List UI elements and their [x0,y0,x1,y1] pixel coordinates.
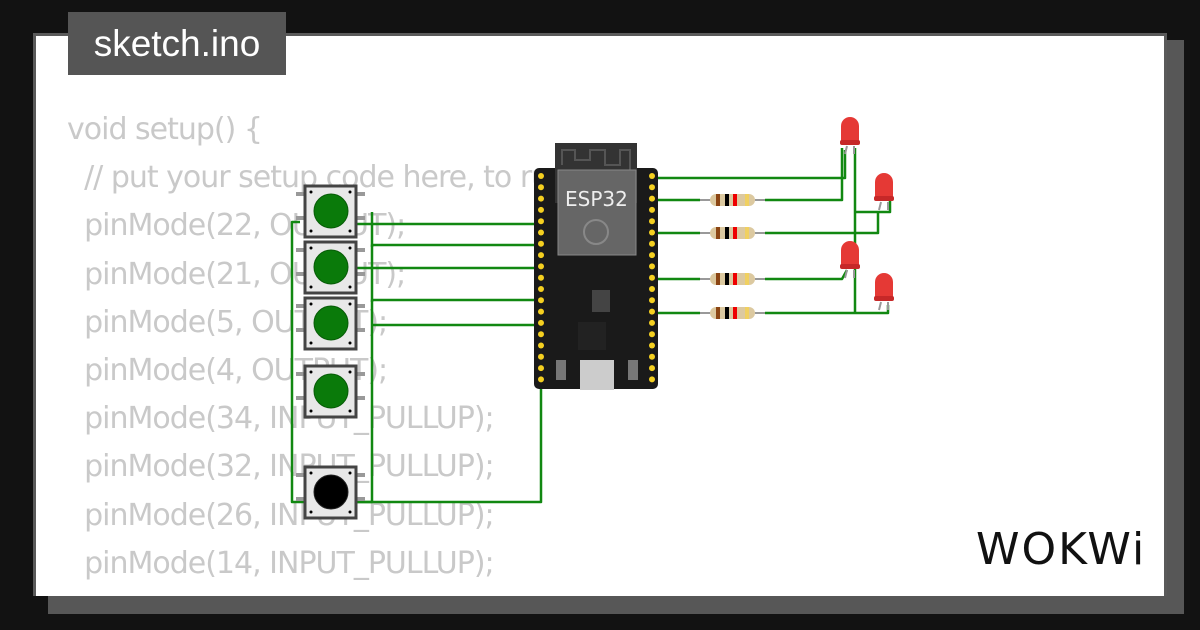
wire [765,269,849,281]
wire [765,212,880,235]
pin-22 [649,195,655,202]
led-red [874,173,894,211]
led-red [874,273,894,311]
module-shield [557,169,637,256]
wokwi-logo: WOKWi [976,524,1147,575]
pin-GND [649,240,655,247]
pin-EN [538,184,544,191]
pin-23 [649,184,655,191]
pushbutton [296,364,365,419]
code-line: pinMode(34, INPUT_PULLUP); [67,401,495,437]
wire [370,298,541,302]
code-background: void setup() { // put your setup code he… [67,106,654,596]
pin-4 [649,308,655,315]
pin-32 [538,240,544,247]
pin-26 [538,274,544,281]
pin-15 [649,342,655,349]
pin-D2 [538,342,544,349]
pin-TX [649,206,655,213]
pin-18 [649,263,655,270]
pin-VP [538,195,544,202]
pin-21 [649,229,655,236]
esp32-board: ESP32 [534,143,658,390]
pin-0 [649,319,655,326]
pin-25 [538,263,544,270]
pin-2 [649,331,655,338]
en-button [556,360,566,380]
led-red [840,241,860,279]
wire [652,150,847,180]
resistor [700,273,765,285]
pin-13 [538,331,544,338]
pin-GND [538,319,544,326]
wire [370,243,541,247]
pin-34 [538,218,544,225]
green-button-cap [313,193,349,229]
chip [578,322,606,350]
pin-D3 [538,353,544,360]
pin-12 [538,308,544,315]
green-button-cap [313,249,349,285]
code-line: pinMode(14, INPUT_PULLUP); [67,545,495,581]
pin-14 [538,297,544,304]
pin-RX [649,218,655,225]
boot-button [628,360,638,380]
pin-33 [538,252,544,259]
pin-GND [649,173,655,179]
pin-17 [649,286,655,292]
pushbutton [296,240,365,295]
pin-CLK [649,376,655,383]
espressif-logo [583,219,609,245]
pin-VN [538,206,544,213]
code-line: pinMode(32, INPUT_PULLUP); [67,449,495,485]
pin-16 [649,297,655,304]
green-button-cap [313,373,349,409]
usb-port [580,360,614,390]
wire [765,305,890,315]
black-button-cap [313,474,349,510]
code-line: pinMode(13, INPUT_PULLUP); [67,588,653,596]
resistor [700,307,765,319]
pushbutton [296,296,365,351]
pin-CMD [538,365,544,372]
pushbutton [296,184,365,239]
pin-5 [649,274,655,281]
green-button-cap [313,305,349,341]
code-line: pinMode(5, OUTPUT); [67,304,388,340]
resistor [700,227,765,239]
board-label: ESP32 [565,187,628,211]
wire [290,212,374,504]
pin-D1 [649,353,655,360]
led-red [840,117,860,155]
wire [765,148,844,202]
wire [352,324,543,504]
pin-3V3 [538,173,544,179]
pin-35 [538,229,544,236]
pushbutton [296,465,365,520]
pin-5V [538,376,544,383]
resistor [700,194,765,206]
pin-27 [538,286,544,292]
preview-canvas: void setup() { // put your setup code he… [36,36,1164,596]
pin-19 [649,252,655,259]
pin-D0 [649,365,655,372]
code-line: void setup() { [67,112,263,147]
regulator [592,290,610,312]
wire [855,200,892,214]
file-title: sketch.ino [68,12,286,75]
